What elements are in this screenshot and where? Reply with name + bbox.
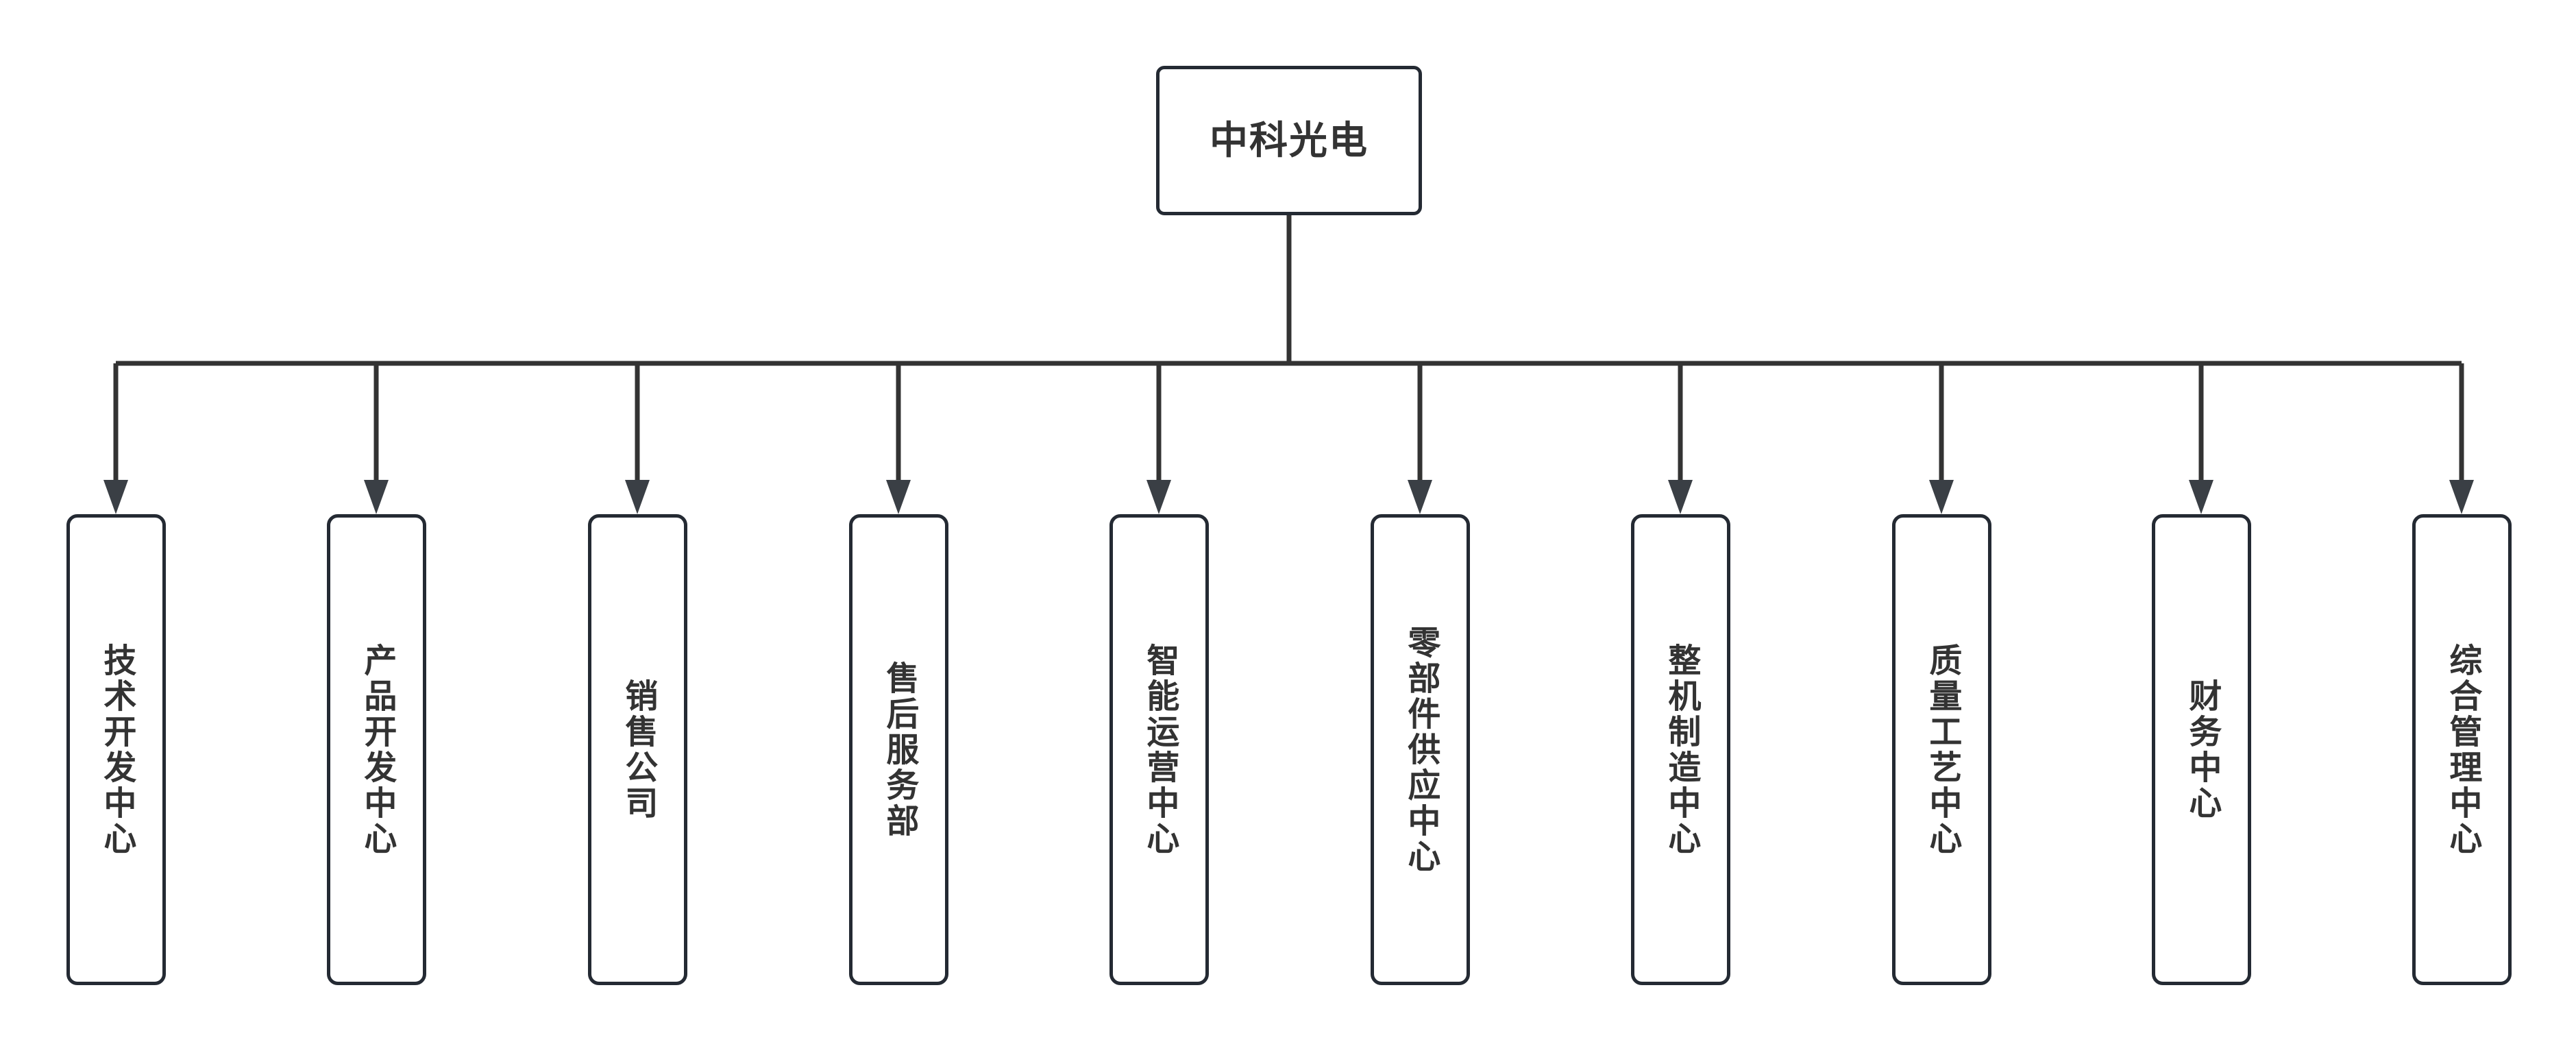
org-node-node-4-label: 售后服务部 [881,660,918,839]
org-node-node-7-label: 整机制造中心 [1663,642,1700,857]
arrowhead-node-6 [1408,480,1432,514]
org-node-node-2-label: 产品开发中心 [358,642,395,857]
org-node-node-3[interactable]: 销售公司 [587,514,687,985]
arrowhead-node-3 [625,480,650,514]
org-node-node-10[interactable]: 综合管理中心 [2412,514,2512,985]
connector-arrowheads [103,480,2474,514]
arrowhead-node-9 [2189,480,2213,514]
org-node-node-8-label: 质量工艺中心 [1924,642,1961,857]
org-node-node-4[interactable]: 售后服务部 [848,514,948,985]
org-node-node-6-label: 零部件供应中心 [1402,625,1439,875]
arrowhead-node-8 [1929,480,1954,514]
org-node-root-label: 中科光电 [1210,119,1369,162]
org-node-node-5[interactable]: 智能运营中心 [1109,514,1209,985]
arrowhead-node-7 [1668,480,1693,514]
org-node-node-10-label: 综合管理中心 [2444,642,2481,857]
org-node-node-5-label: 智能运营中心 [1141,642,1178,857]
org-node-node-7[interactable]: 整机制造中心 [1630,514,1730,985]
arrowhead-node-10 [2449,480,2474,514]
org-node-node-9[interactable]: 财务中心 [2151,514,2251,985]
org-node-root[interactable]: 中科光电 [1156,66,1422,215]
org-node-node-1-label: 技术开发中心 [98,642,135,857]
connector-lines [113,215,2464,483]
arrowhead-node-1 [103,480,128,514]
org-node-node-1[interactable]: 技术开发中心 [66,514,166,985]
arrowhead-node-2 [364,480,389,514]
org-node-node-2[interactable]: 产品开发中心 [326,514,426,985]
arrowhead-node-5 [1146,480,1171,514]
org-node-node-9-label: 财务中心 [2183,678,2220,821]
org-node-node-6[interactable]: 零部件供应中心 [1370,514,1470,985]
org-node-node-8[interactable]: 质量工艺中心 [1891,514,1991,985]
arrowhead-node-4 [886,480,911,514]
org-node-node-3-label: 销售公司 [620,678,657,821]
